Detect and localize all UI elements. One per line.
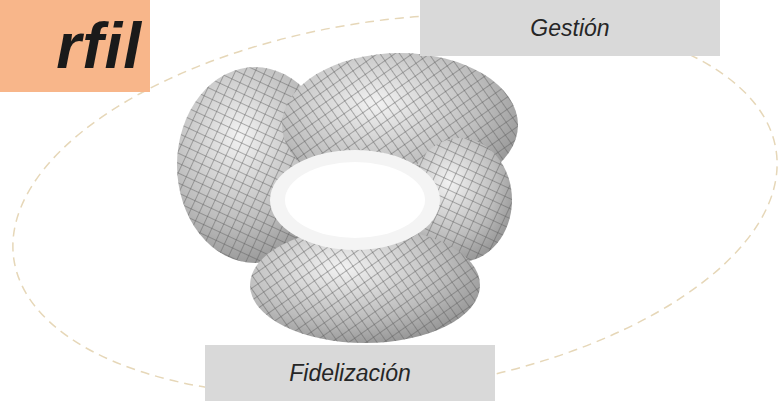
wireframe-surface	[177, 53, 518, 343]
box-text: Gestión	[530, 15, 609, 42]
title-box: rfil	[0, 0, 150, 92]
box-text: Fidelización	[289, 360, 410, 387]
box-text: rfil	[56, 9, 142, 83]
label-box: Fidelización	[205, 345, 495, 401]
label-box: Gestión	[420, 0, 720, 56]
